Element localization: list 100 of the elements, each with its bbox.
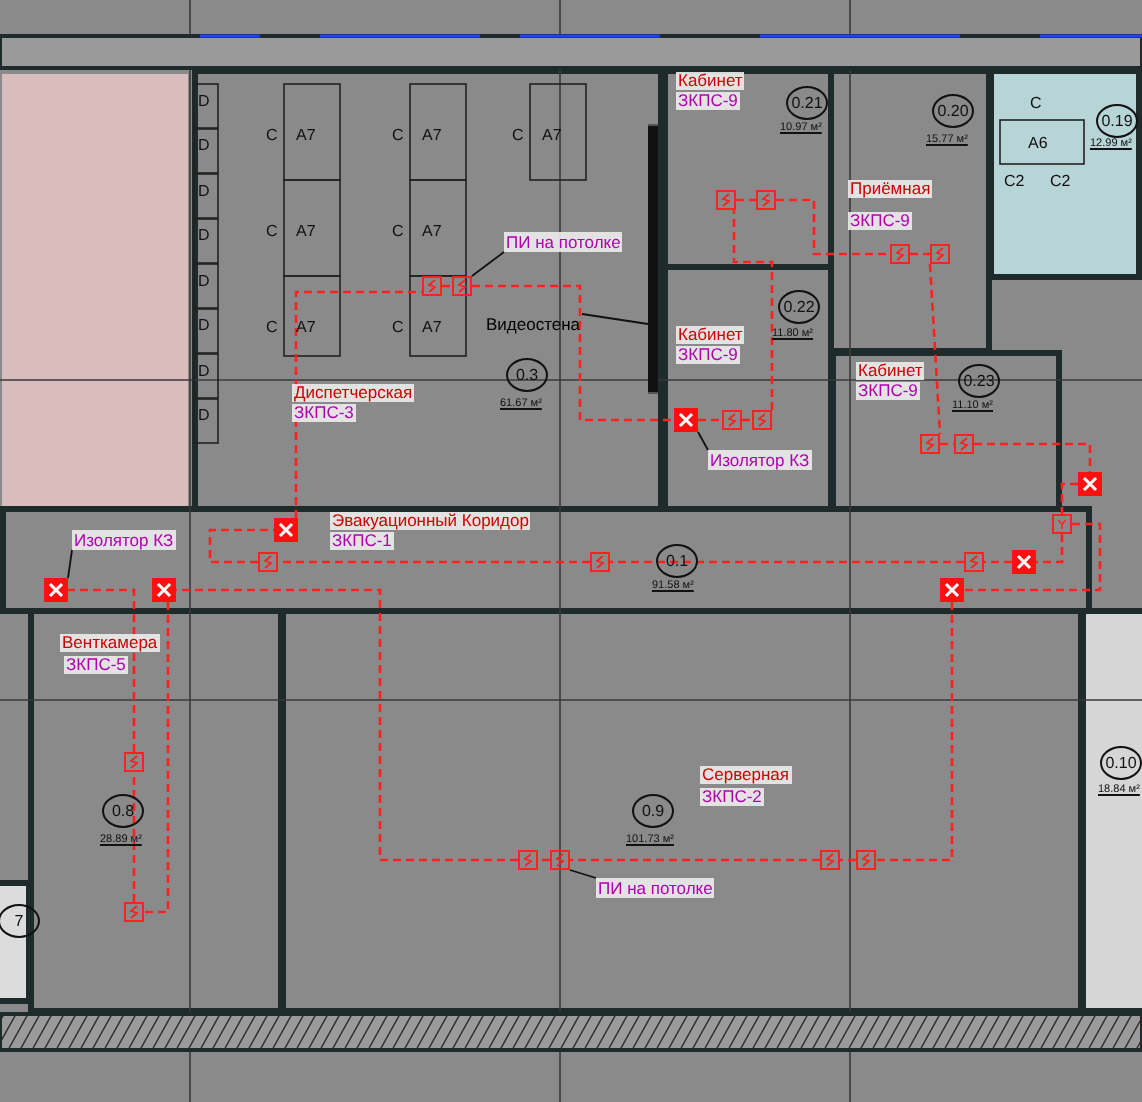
wiring-line	[742, 418, 752, 422]
isolator-icon	[1078, 472, 1102, 496]
zone-label: ЗКПС-9	[856, 382, 920, 400]
furniture-label: C	[1030, 94, 1042, 112]
isolator-icon	[674, 408, 698, 432]
smoke-detector-icon	[752, 410, 772, 430]
zone-label: ЗКПС-5	[64, 656, 128, 674]
zone-label: ЗКПС-3	[292, 404, 356, 422]
leader-line	[697, 431, 709, 451]
smoke-detector-icon	[890, 244, 910, 264]
wiring-line	[732, 210, 774, 410]
smoke-detector-icon	[452, 276, 472, 296]
room-name: Кабинет	[856, 362, 925, 380]
room-name: Венткамера	[60, 634, 160, 652]
wiring-line	[736, 198, 756, 202]
furniture-label: C2	[1004, 172, 1025, 190]
furniture-label: C	[392, 126, 404, 144]
furniture-label: D	[198, 362, 210, 380]
room-outline	[0, 506, 1092, 614]
smoke-detector-icon	[124, 752, 144, 772]
smoke-detector-icon	[964, 552, 984, 572]
wiring-line	[472, 284, 674, 422]
zone-label: ЗКПС-9	[676, 92, 740, 110]
wiring-line	[974, 442, 1092, 472]
callout-text: Изолятор КЗ	[72, 530, 176, 550]
wiring-line	[132, 772, 136, 902]
wiring-line	[68, 588, 136, 752]
room-name: Кабинет	[676, 326, 745, 344]
room-number: 0.8	[102, 794, 144, 828]
room-outline	[662, 264, 834, 512]
smoke-detector-icon	[518, 850, 538, 870]
room-outline	[830, 350, 1062, 512]
smoke-detector-icon	[422, 276, 442, 296]
callout-text: Изолятор КЗ	[708, 450, 812, 470]
room-outline	[988, 68, 1142, 280]
wiring-line	[278, 560, 590, 564]
furniture-label: D	[198, 272, 210, 290]
wiring-line	[964, 522, 1102, 592]
furniture-label: C	[266, 318, 278, 336]
furniture-label: A7	[296, 126, 316, 144]
wiring-line	[840, 858, 856, 862]
leader-line	[67, 549, 73, 579]
wiring-line	[442, 284, 452, 288]
smoke-detector-icon	[258, 552, 278, 572]
room-name: Диспетчерская	[292, 384, 415, 402]
callout-text: Видеостена	[484, 314, 583, 334]
wiring-line	[610, 560, 964, 564]
room-number: 0.20	[932, 94, 974, 128]
room-name: Приёмная	[848, 180, 933, 198]
room-number: 0.19	[1096, 104, 1138, 138]
furniture-label: D	[198, 182, 210, 200]
furniture-label: A7	[422, 222, 442, 240]
smoke-detector-icon	[124, 902, 144, 922]
wiring-line	[910, 252, 930, 256]
furniture-label: D	[198, 92, 210, 110]
furniture-label: A7	[296, 318, 316, 336]
callout-text: ПИ на потолке	[504, 232, 623, 252]
leader-line	[471, 251, 505, 277]
room-number: 0.3	[506, 358, 548, 392]
furniture-label: C2	[1050, 172, 1071, 190]
smoke-detector-icon	[820, 850, 840, 870]
smoke-detector-icon	[920, 434, 940, 454]
smoke-detector-icon	[716, 190, 736, 210]
smoke-detector-icon	[722, 410, 742, 430]
wiring-line	[294, 290, 422, 518]
furniture-label: A7	[542, 126, 562, 144]
furniture-label: D	[198, 136, 210, 154]
zone-label: ЗКПС-1	[330, 532, 394, 550]
wiring-line	[698, 418, 722, 422]
wiring-line	[984, 560, 1012, 564]
room-outline	[1080, 608, 1142, 1014]
wiring-line	[1060, 482, 1078, 514]
wiring-line	[570, 858, 820, 862]
smoke-detector-icon	[930, 244, 950, 264]
wiring-line	[776, 198, 890, 256]
manual-call-point-icon	[1052, 514, 1072, 534]
room-number: 0.22	[778, 290, 820, 324]
furniture-label: D	[198, 406, 210, 424]
room-number: 0.9	[632, 794, 674, 828]
leader-line	[569, 869, 597, 879]
room-name: Эвакуационный Коридор	[330, 512, 531, 530]
isolator-icon	[274, 518, 298, 542]
furniture-label: C	[266, 222, 278, 240]
wiring-line	[176, 588, 518, 862]
wiring-line	[208, 528, 274, 564]
room-number: 0.10	[1100, 746, 1142, 780]
furniture-label: A7	[422, 318, 442, 336]
wiring-line	[144, 602, 170, 914]
isolator-icon	[1012, 550, 1036, 574]
furniture-label: C	[512, 126, 524, 144]
room-number: 0.1	[656, 544, 698, 578]
furniture-label: C	[392, 318, 404, 336]
smoke-detector-icon	[954, 434, 974, 454]
zone-label: ЗКПС-2	[700, 788, 764, 806]
wiring-line	[538, 858, 550, 862]
room-number: 7	[0, 904, 40, 938]
isolator-icon	[44, 578, 68, 602]
furniture-label: C	[266, 126, 278, 144]
room-number: 0.21	[786, 86, 828, 120]
wiring-line	[1036, 534, 1064, 564]
